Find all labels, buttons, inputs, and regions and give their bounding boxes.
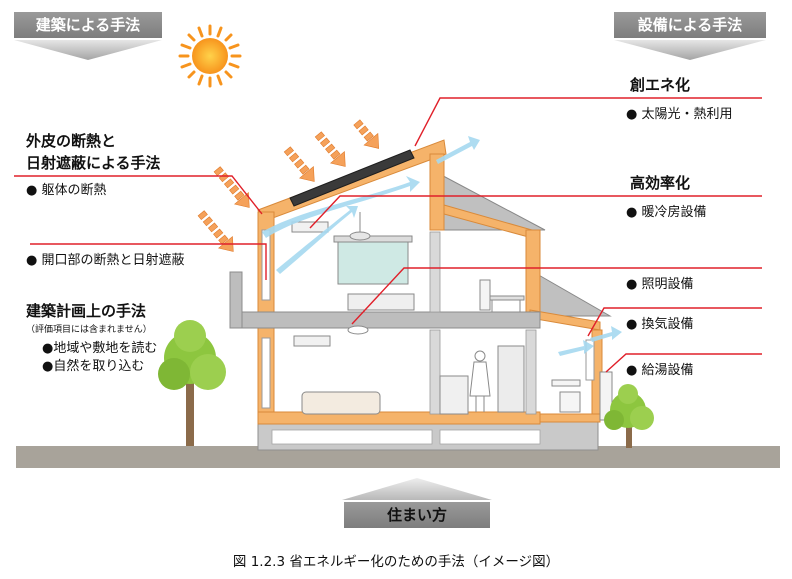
architecture-down-arrow (14, 40, 162, 60)
tree-left (158, 320, 226, 446)
equipment-banner-label: 設備による手法 (638, 16, 743, 34)
planning-item-2: ●自然を取り込む (42, 358, 144, 374)
bed (347, 293, 415, 311)
lifestyle-banner-bg (344, 502, 490, 528)
create-energy-item: ● 太陽光・熱利用 (626, 107, 732, 122)
architecture-banner-label: 建築による手法 (36, 16, 141, 34)
solar-panel (289, 149, 415, 207)
ground (16, 446, 780, 468)
lifestyle-up-arrow (342, 478, 492, 500)
lower-air-conditioner (293, 335, 331, 347)
tree-right (604, 384, 654, 448)
toilet (559, 391, 581, 413)
counter (439, 375, 469, 415)
solar-radiation-arrows (197, 119, 380, 252)
lifestyle-banner-label: 住まい方 (387, 506, 447, 524)
equipment-banner-bg (614, 12, 766, 38)
upper-window-curtain (337, 239, 409, 285)
envelope-title-line1: 外皮の断熱と (25, 132, 116, 150)
figure-caption: 図 1.2.3 省エネルギー化のための手法（イメージ図） (233, 554, 559, 570)
airflow-arrows (262, 136, 622, 356)
hotwater-item: ● 給湯設備 (626, 362, 693, 378)
house-cross-section (229, 139, 613, 451)
left-labels: 外皮の断熱と 日射遮蔽による手法 ● 躯体の断熱 ● 開口部の断熱と日射遮蔽 建… (25, 132, 184, 374)
planning-title: 建築計画上の手法 (26, 302, 146, 320)
lifestyle-banner: 住まい方 (342, 478, 492, 528)
envelope-title-line2: 日射遮蔽による手法 (26, 154, 161, 172)
ceiling-light-icon (347, 325, 369, 335)
lighting-item: ● 照明設備 (626, 276, 693, 292)
chair (479, 279, 491, 311)
architecture-banner-bg (14, 12, 162, 38)
planning-item-1: ●地域や敷地を読む (42, 340, 157, 356)
envelope-item: ● 躯体の断熱 (26, 182, 106, 198)
equipment-banner: 設備による手法 (614, 12, 766, 60)
washbasin (551, 379, 581, 387)
intermediate-floor (231, 311, 541, 329)
sun-icon (178, 24, 242, 88)
balcony-rail (229, 271, 243, 329)
create-energy-title: 創エネ化 (629, 76, 690, 94)
person-icon (474, 350, 486, 362)
efficiency-title: 高効率化 (630, 174, 690, 192)
planning-note: （評価項目には含まれません） (26, 323, 152, 335)
right-labels: 創エネ化 ● 太陽光・熱利用 高効率化 ● 暖冷房設備 ● 照明設備 ● 換気設… (626, 76, 732, 378)
architecture-banner: 建築による手法 (14, 12, 162, 60)
desk (487, 295, 525, 301)
refrigerator (497, 345, 525, 413)
hvac-item: ● 暖冷房設備 (626, 204, 706, 220)
leader-lines (14, 97, 762, 373)
annex-roof (529, 269, 612, 317)
equipment-down-arrow (614, 40, 766, 60)
ventilation-item: ● 換気設備 (626, 316, 693, 332)
sofa (301, 391, 381, 415)
pendant-lamp-icon (349, 231, 371, 241)
opening-item: ● 開口部の断熱と日射遮蔽 (26, 252, 184, 268)
